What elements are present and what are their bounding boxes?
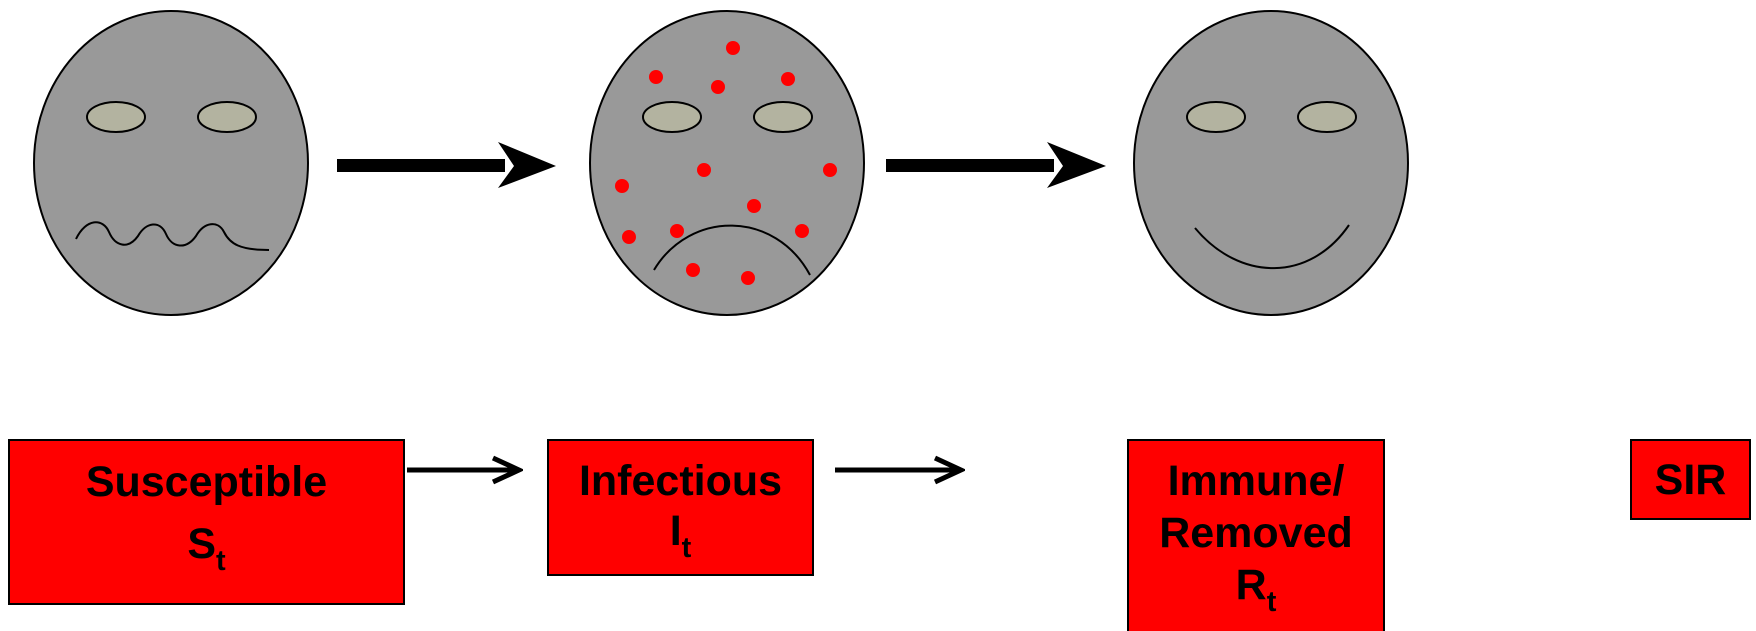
removed-box: Immune/ Removed Rt — [1127, 439, 1385, 631]
infectious-face — [590, 11, 864, 315]
face-head — [590, 11, 864, 315]
progress-arrow — [886, 142, 1106, 188]
susceptible-label: Susceptible — [10, 457, 403, 507]
immune-face — [1134, 11, 1408, 315]
progress-arrow — [337, 142, 556, 188]
left-eye — [1187, 102, 1245, 132]
removed-label-line1: Immune/ — [1129, 456, 1383, 506]
face-head — [1134, 11, 1408, 315]
susceptible-face — [34, 11, 308, 315]
transition-arrow — [835, 455, 965, 485]
right-eye — [198, 102, 256, 132]
left-eye — [643, 102, 701, 132]
removed-label-line2: Removed — [1129, 508, 1383, 558]
transition-arrow — [407, 455, 523, 485]
infectious-symbol: It — [670, 507, 692, 555]
removed-symbol: Rt — [1236, 560, 1277, 627]
face-head — [34, 11, 308, 315]
susceptible-symbol: St — [187, 519, 225, 586]
model-label: SIR — [1632, 455, 1749, 505]
left-eye — [87, 102, 145, 132]
right-eye — [754, 102, 812, 132]
faces-illustration — [0, 0, 1756, 440]
susceptible-box: Susceptible St — [8, 439, 405, 605]
right-eye — [1298, 102, 1356, 132]
model-label-box: SIR — [1630, 439, 1751, 520]
